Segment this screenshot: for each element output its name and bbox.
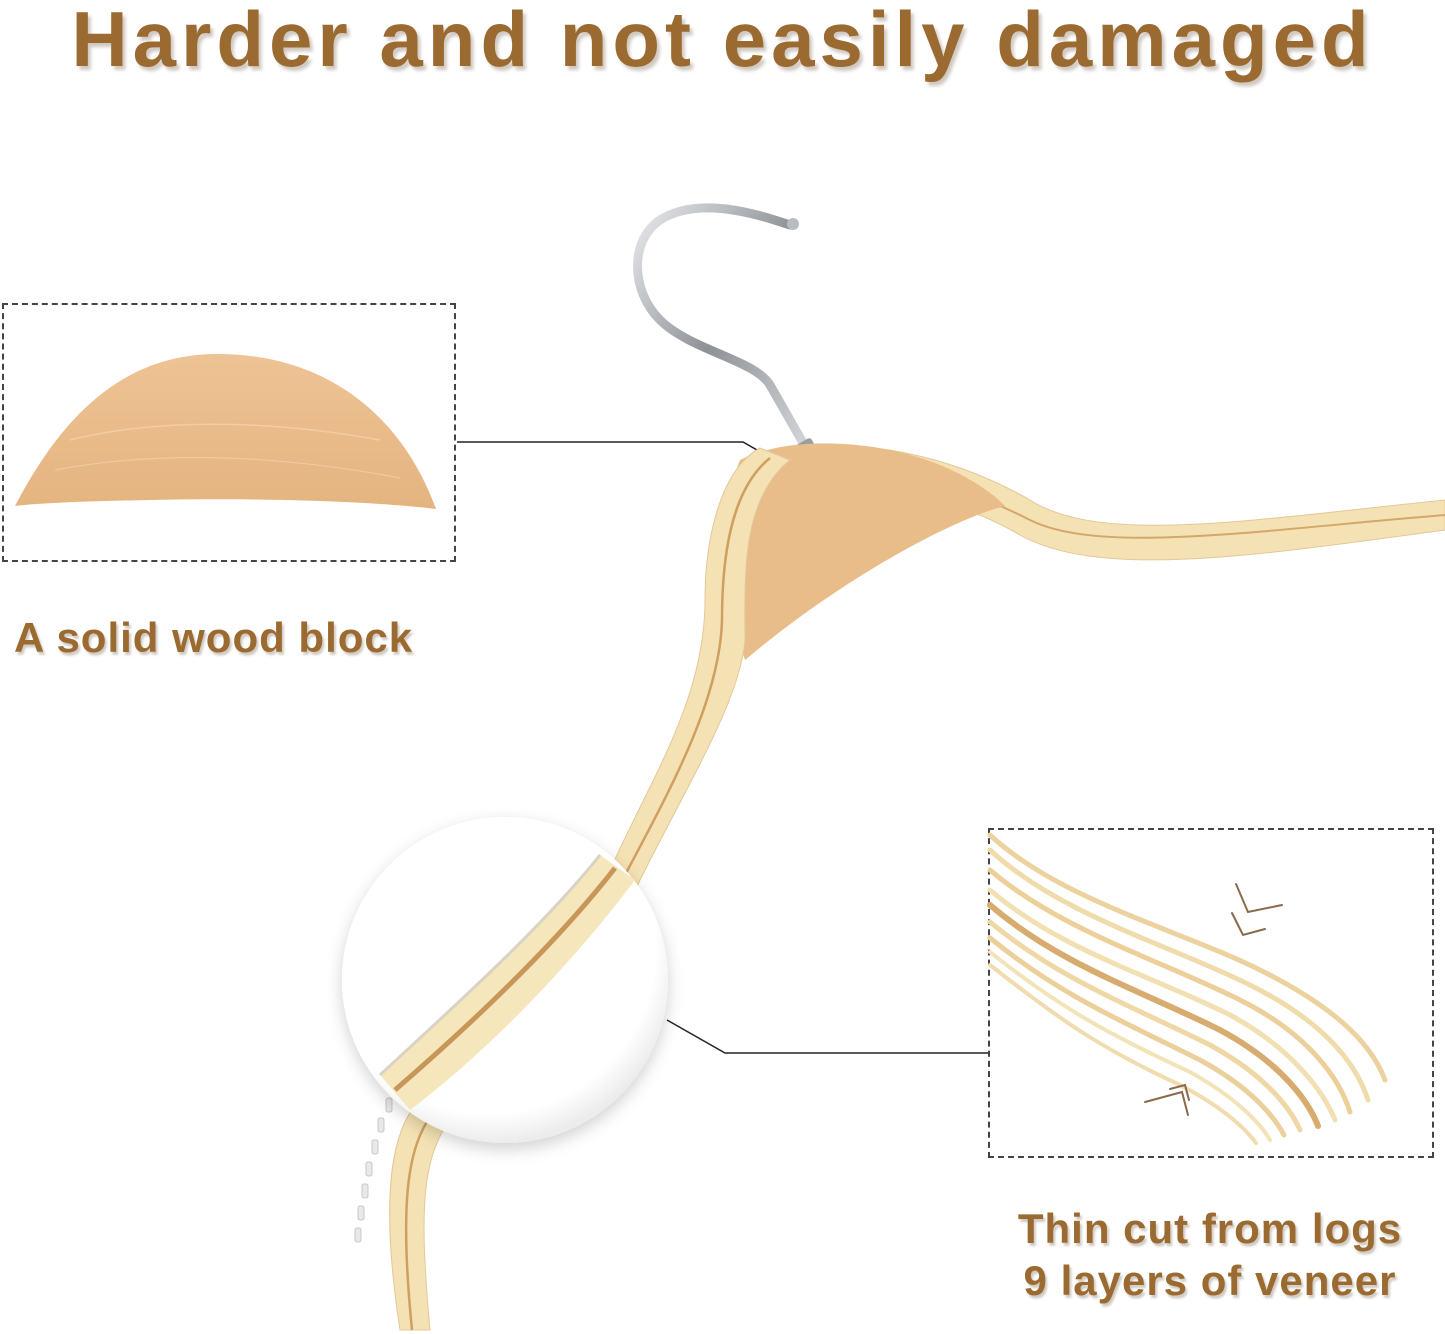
headline: Harder and not easily damaged	[71, 0, 1374, 83]
compress-arrow-bottom-icon	[1144, 1083, 1190, 1116]
veneer-layers-icon	[987, 832, 1388, 1145]
solid-wood-callout-box	[2, 303, 456, 562]
veneer-callout-box	[988, 828, 1434, 1158]
veneer-caption-line2: 9 layers of veneer	[1023, 1257, 1397, 1304]
magnifier-closeup	[342, 817, 668, 1143]
compress-arrow-top-icon	[1231, 883, 1283, 937]
callout-line-veneer	[666, 1019, 988, 1054]
solid-wood-caption: A solid wood block	[14, 614, 414, 661]
veneer-caption: Thin cut from logs 9 layers of veneer	[1010, 1203, 1410, 1307]
chrome-hook-icon	[633, 203, 815, 454]
non-slip-teeth	[354, 1097, 393, 1243]
veneer-caption-line1: Thin cut from logs	[1017, 1205, 1403, 1252]
solid-wood-block-icon	[15, 353, 436, 509]
